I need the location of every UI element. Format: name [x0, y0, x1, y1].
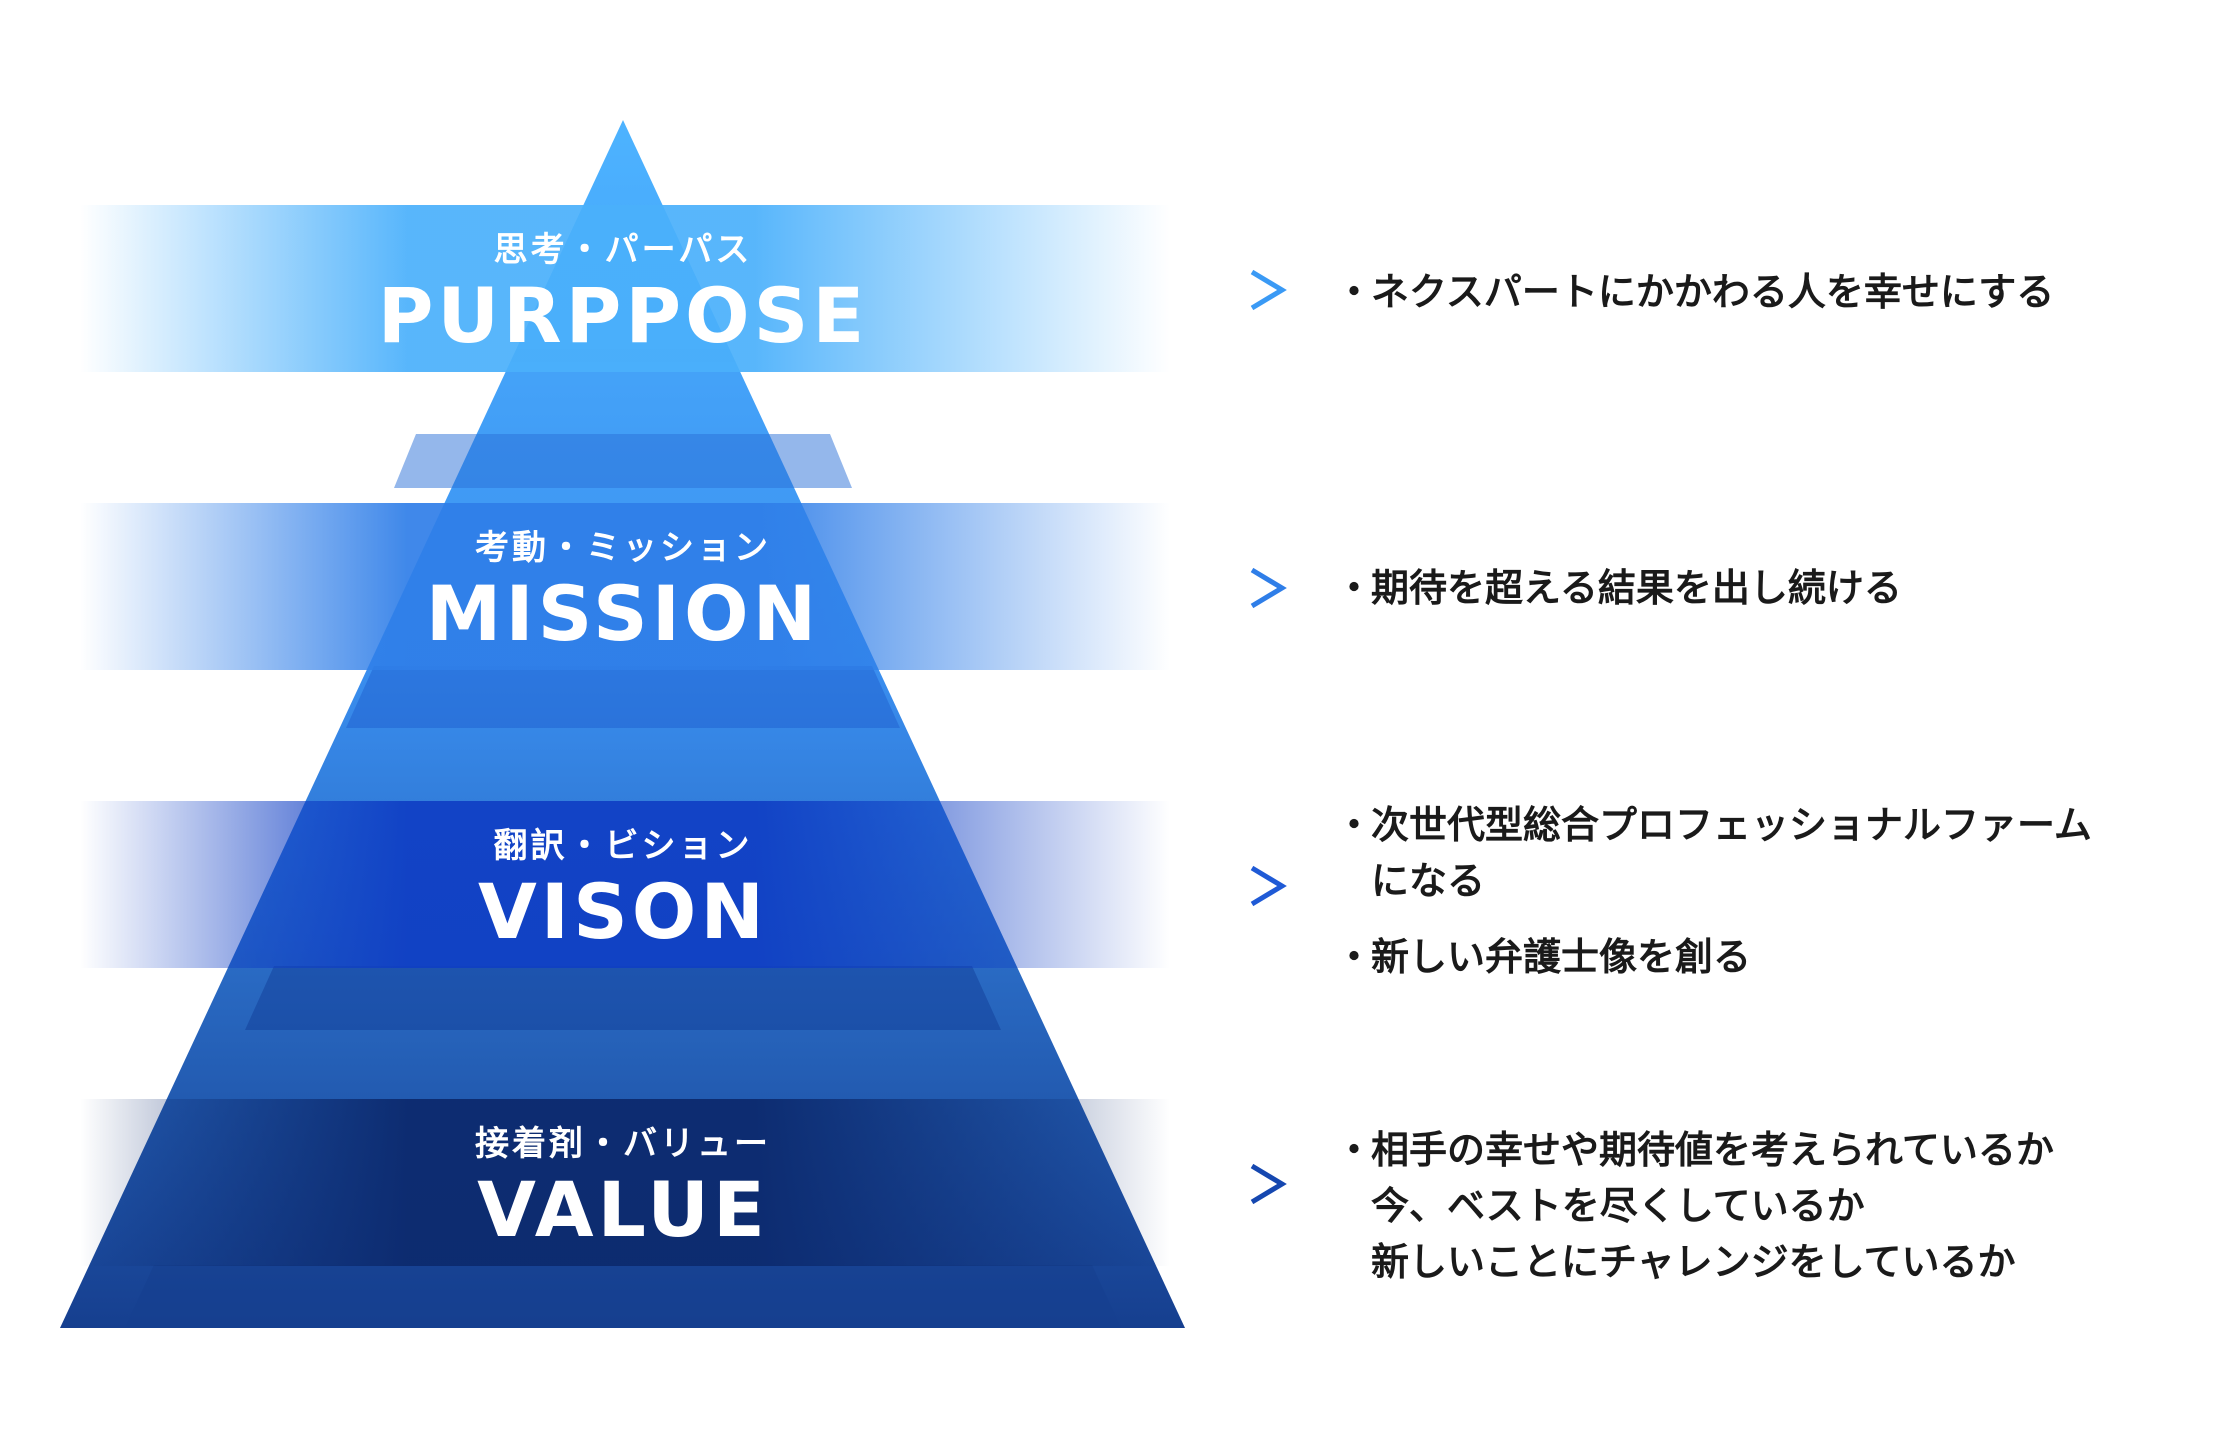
description-item: ・ 新しい弁護士像を創る: [1335, 929, 2092, 985]
description-item: ・ 次世代型総合プロフェッショナルファーム になる: [1335, 797, 2092, 909]
pyramid-body: [60, 120, 1185, 1328]
pyramid-tier-shade-4: [245, 966, 1001, 1030]
level-sub-label: 翻訳・ビション: [493, 826, 753, 866]
arrow-right-icon: [900, 865, 1287, 907]
pyramid-tier-shade-5: [125, 1265, 1121, 1328]
level-title: VISON: [477, 867, 769, 956]
pyramid-tier-shade-2: [394, 434, 852, 488]
level-sub-label: 接着剤・バリュー: [475, 1124, 771, 1164]
level-label-mission: 考動・ミッション MISSION: [426, 520, 820, 658]
arrow-right-icon: [900, 1163, 1287, 1205]
level-title: PURPPOSE: [377, 271, 869, 360]
description-line: 次世代型総合プロフェッショナルファーム: [1371, 803, 2092, 847]
level-label-purpose: 思考・パーパス PURPPOSE: [378, 222, 869, 360]
bullet: ・: [1335, 566, 1374, 610]
level-sub-label: 考動・ミッション: [475, 528, 771, 568]
bullet: ・: [1335, 1128, 1374, 1172]
description-vision: ・ 次世代型総合プロフェッショナルファーム になる ・ 新しい弁護士像を創る: [1335, 797, 2092, 1005]
description-value: ・ 相手の幸せや期待値を考えられているか 今、ベストを尽くしているか 新しいこと…: [1335, 1122, 2054, 1310]
arrow-right-icon: [900, 269, 1287, 311]
level-label-vision: 翻訳・ビション VISON: [478, 818, 768, 956]
level-title: VALUE: [477, 1165, 769, 1254]
description-item: ・ ネクスパートにかかわる人を幸せにする: [1335, 264, 2054, 320]
description-line: ネクスパートにかかわる人を幸せにする: [1371, 270, 2055, 314]
level-sub-label: 思考・パーパス: [493, 230, 753, 270]
description-line: 期待を超える結果を出し続ける: [1371, 566, 1902, 610]
description-line: 新しいことにチャレンジをしているか: [1371, 1240, 2016, 1284]
description-line: 新しい弁護士像を創る: [1371, 935, 1752, 979]
description-item: ・ 相手の幸せや期待値を考えられているか 今、ベストを尽くしているか 新しいこと…: [1335, 1122, 2054, 1290]
bullet: ・: [1335, 935, 1374, 979]
description-line: 今、ベストを尽くしているか: [1371, 1184, 1865, 1228]
pyramid-tier-shade-3: [346, 666, 900, 728]
level-label-value: 接着剤・バリュー VALUE: [475, 1116, 771, 1254]
bullet: ・: [1335, 803, 1374, 847]
bullet: ・: [1335, 270, 1374, 314]
description-item: ・ 期待を超える結果を出し続ける: [1335, 560, 1902, 616]
level-title: MISSION: [425, 569, 821, 658]
description-line: になる: [1371, 859, 1486, 903]
description-purpose: ・ ネクスパートにかかわる人を幸せにする: [1335, 264, 2054, 340]
description-line: 相手の幸せや期待値を考えられているか: [1371, 1128, 2054, 1172]
description-mission: ・ 期待を超える結果を出し続ける: [1335, 560, 1902, 636]
arrow-right-icon: [900, 567, 1287, 609]
